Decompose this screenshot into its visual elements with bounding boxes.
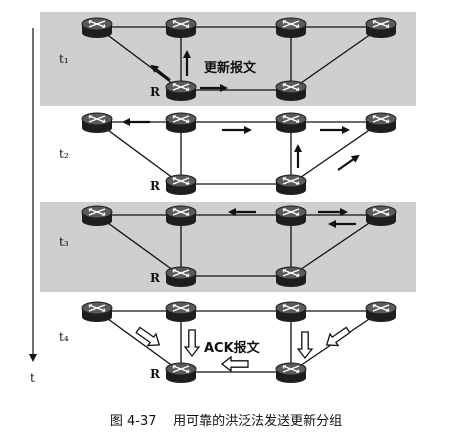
- router-icon: [365, 205, 397, 227]
- panel-label-t3: t₃: [59, 235, 69, 249]
- time-axis-label: t: [30, 371, 35, 385]
- ack-arrow-2: [183, 329, 201, 358]
- router-icon: [165, 205, 197, 227]
- router-icon: [165, 80, 197, 102]
- router-icon: [165, 112, 197, 134]
- router-icon: [275, 362, 307, 384]
- router-icon: [165, 174, 197, 196]
- router-icon: [275, 266, 307, 288]
- link-DE-panel-3: [290, 214, 382, 277]
- router-icon: [365, 112, 397, 134]
- figure-caption-text: 用可靠的洪泛法发送更新分组: [173, 414, 343, 429]
- router-icon: [365, 301, 397, 323]
- router-icon: [165, 266, 197, 288]
- router-icon: [275, 174, 307, 196]
- panel-label-t1: t₁: [59, 52, 69, 66]
- link-DE-panel-1: [290, 26, 382, 91]
- link-AR-panel-1: [96, 26, 182, 91]
- panel-label-t2: t₂: [59, 147, 69, 161]
- router-icon: [165, 301, 197, 323]
- update-message-label: 更新报文: [204, 60, 257, 76]
- router-icon: [365, 17, 397, 39]
- router-icon: [165, 362, 197, 384]
- update-arrow-8: [337, 154, 360, 171]
- link-AR-panel-3: [96, 214, 182, 277]
- link-AR-panel-4: [96, 310, 182, 373]
- panel-label-t4: t₄: [59, 330, 69, 344]
- router-icon: [275, 80, 307, 102]
- update-arrow-1: [150, 64, 171, 81]
- router-icon: [81, 112, 113, 134]
- router-r-label-1: R: [150, 85, 161, 99]
- router-icon: [275, 205, 307, 227]
- router-r-label-2: R: [150, 179, 161, 193]
- ack-arrow-4: [296, 331, 314, 360]
- router-icon: [81, 301, 113, 323]
- ack-arrow-1: [135, 326, 161, 347]
- router-icon: [275, 112, 307, 134]
- link-AR-panel-2: [96, 121, 182, 185]
- figure-number: 图 4-37: [109, 414, 157, 429]
- ack-arrow-5: [325, 326, 351, 347]
- router-icon: [81, 17, 113, 39]
- router-r-label-4: R: [150, 367, 161, 381]
- ack-arrow-3: [220, 355, 249, 373]
- router-r-label-3: R: [150, 271, 161, 285]
- router-icon: [275, 17, 307, 39]
- router-icon: [81, 205, 113, 227]
- link-DE-panel-2: [290, 121, 382, 185]
- ack-message-label: ACK报文: [204, 340, 261, 356]
- router-icon: [275, 301, 307, 323]
- router-icon: [165, 17, 197, 39]
- figure-caption: 图 4-37 用可靠的洪泛法发送更新分组: [0, 410, 452, 429]
